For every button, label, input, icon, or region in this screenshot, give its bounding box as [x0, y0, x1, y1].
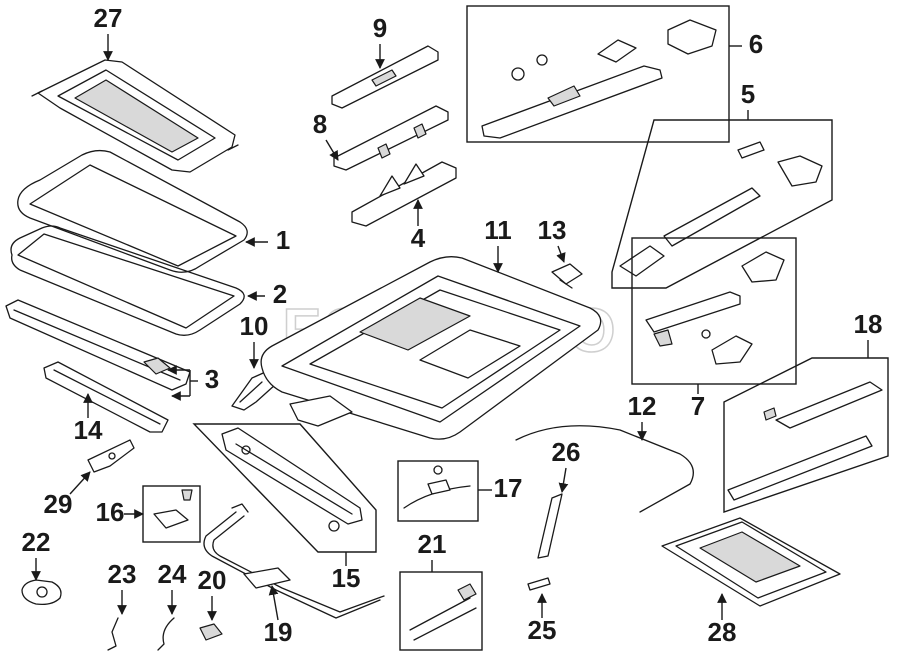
svg-text:2: 2 — [273, 279, 287, 309]
svg-text:11: 11 — [484, 215, 512, 245]
part-29-bracket — [87, 439, 135, 473]
part-26-strut — [537, 493, 563, 559]
part-8-guide-rail — [333, 105, 449, 171]
svg-text:19: 19 — [264, 617, 293, 647]
svg-text:17: 17 — [494, 473, 523, 503]
svg-text:4: 4 — [411, 223, 426, 253]
part-4-guide-rail — [351, 161, 457, 227]
svg-text:8: 8 — [313, 109, 327, 139]
callout-14: 14 — [74, 393, 103, 445]
svg-text:24: 24 — [158, 559, 187, 589]
part-12-seal-strip — [515, 425, 694, 513]
svg-text:9: 9 — [373, 13, 387, 43]
callout-29: 29 — [44, 471, 91, 519]
svg-text:18: 18 — [854, 309, 883, 339]
callout-17: 17 — [478, 473, 522, 503]
part-21-hardware — [399, 571, 483, 651]
svg-text:28: 28 — [708, 617, 737, 647]
svg-text:13: 13 — [538, 215, 567, 245]
svg-text:29: 29 — [44, 489, 73, 519]
callout-26: 26 — [552, 437, 581, 493]
svg-text:6: 6 — [749, 29, 763, 59]
svg-text:27: 27 — [94, 3, 123, 33]
svg-text:23: 23 — [108, 559, 137, 589]
part-15-rear-crossmember — [192, 423, 377, 553]
part-2-seal — [10, 225, 245, 336]
callout-3: 3 — [167, 364, 219, 401]
callout-15: 15 — [332, 552, 361, 593]
callout-8: 8 — [313, 109, 339, 161]
svg-text:14: 14 — [74, 415, 103, 445]
callout-1: 1 — [245, 225, 290, 255]
callout-21: 21 — [418, 529, 447, 572]
svg-text:7: 7 — [691, 391, 705, 421]
svg-text:22: 22 — [22, 527, 51, 557]
svg-text:12: 12 — [628, 391, 657, 421]
svg-text:16: 16 — [96, 497, 125, 527]
svg-text:5: 5 — [741, 79, 755, 109]
svg-text:1: 1 — [276, 225, 290, 255]
part-18-rail-set — [723, 357, 889, 513]
callout-9: 9 — [373, 13, 387, 69]
part-22-motor — [21, 579, 62, 606]
part-19-drive-cables — [203, 503, 385, 619]
svg-text:25: 25 — [528, 615, 557, 645]
svg-text:20: 20 — [198, 565, 227, 595]
callout-13: 13 — [538, 215, 567, 263]
callout-18: 18 — [854, 309, 883, 358]
svg-text:15: 15 — [332, 563, 361, 593]
callout-11: 11 — [484, 215, 512, 273]
callout-22: 22 — [22, 527, 51, 581]
part-17-bracket — [397, 460, 479, 522]
callout-28: 28 — [708, 593, 737, 647]
part-28-headliner-panel — [661, 517, 841, 607]
part-13-clip — [551, 263, 583, 289]
part-25-pin — [527, 577, 551, 591]
svg-text:3: 3 — [205, 364, 219, 394]
callout-6: 6 — [729, 29, 763, 59]
svg-text:21: 21 — [418, 529, 447, 559]
callout-27: 27 — [94, 3, 123, 61]
part-11-sunroof-frame — [260, 256, 602, 440]
callout-25: 25 — [528, 593, 557, 645]
callout-4: 4 — [411, 199, 426, 253]
part-14-wind-deflector — [43, 361, 169, 433]
callout-5: 5 — [741, 79, 755, 120]
part-7-mechanism — [631, 237, 797, 385]
callout-20: 20 — [198, 565, 227, 621]
part-27-sunshade — [31, 59, 239, 173]
svg-text:10: 10 — [240, 311, 269, 341]
callout-7: 7 — [691, 384, 705, 421]
part-24-drain-tube — [157, 617, 175, 651]
part-20-block — [199, 623, 223, 641]
callout-2: 2 — [247, 279, 287, 309]
callout-12: 12 — [628, 391, 657, 441]
callout-16: 16 — [96, 497, 144, 527]
part-9-guide-rail — [331, 45, 439, 109]
callout-23: 23 — [108, 559, 137, 615]
callout-19: 19 — [264, 585, 293, 647]
part-16-clip — [142, 485, 201, 543]
part-1-glass-panel — [17, 149, 248, 273]
callout-10: 10 — [240, 311, 269, 369]
part-5-mechanism-right — [611, 119, 833, 289]
part-6-mechanism-left — [466, 5, 730, 143]
part-3-front-rail — [5, 299, 191, 391]
svg-text:26: 26 — [552, 437, 581, 467]
callout-24: 24 — [158, 559, 187, 615]
part-23-drain-tube — [107, 617, 119, 651]
